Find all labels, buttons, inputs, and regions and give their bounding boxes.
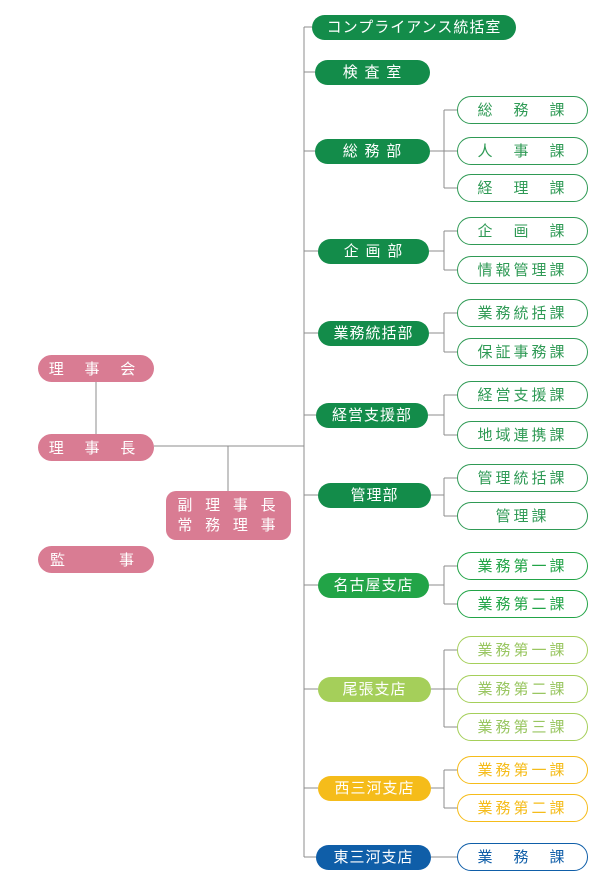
vice-chairman-box: 副 理 事 長 常 務 理 事: [166, 491, 291, 540]
auditor-box: 監 事: [38, 546, 154, 573]
section-box: 業務第二課: [457, 794, 588, 822]
department-box: 検 査 室: [315, 59, 430, 85]
department-box: 業務統括部: [318, 320, 429, 346]
board-box: 理 事 会: [38, 355, 154, 382]
section-box: 経営支援課: [457, 381, 588, 409]
department-box: 名古屋支店: [318, 572, 429, 598]
section-box: 情報管理課: [457, 256, 588, 284]
section-box: 総 務 課: [457, 96, 588, 124]
section-box: 業務統括課: [457, 299, 588, 327]
section-box: 管理統括課: [457, 464, 588, 492]
department-box: 経営支援部: [316, 402, 428, 428]
section-box: 業務第二課: [457, 675, 588, 703]
section-box: 管理課: [457, 502, 588, 530]
department-box: コンプライアンス統括室: [312, 14, 516, 40]
department-box: 東三河支店: [316, 844, 431, 870]
section-box: 業務第一課: [457, 636, 588, 664]
section-box: 業務第二課: [457, 590, 588, 618]
section-box: 業務第三課: [457, 713, 588, 741]
department-box: 管理部: [318, 482, 431, 508]
department-box: 西三河支店: [318, 775, 431, 801]
department-box: 尾張支店: [318, 676, 431, 702]
department-box: 企 画 部: [318, 238, 429, 264]
section-box: 保証事務課: [457, 338, 588, 366]
section-box: 業務第一課: [457, 756, 588, 784]
section-box: 人 事 課: [457, 137, 588, 165]
department-box: 総 務 部: [315, 138, 430, 164]
section-box: 地域連携課: [457, 421, 588, 449]
section-box: 企 画 課: [457, 217, 588, 245]
chairman-box: 理 事 長: [38, 434, 154, 461]
section-box: 経 理 課: [457, 174, 588, 202]
section-box: 業 務 課: [457, 843, 588, 871]
section-box: 業務第一課: [457, 552, 588, 580]
